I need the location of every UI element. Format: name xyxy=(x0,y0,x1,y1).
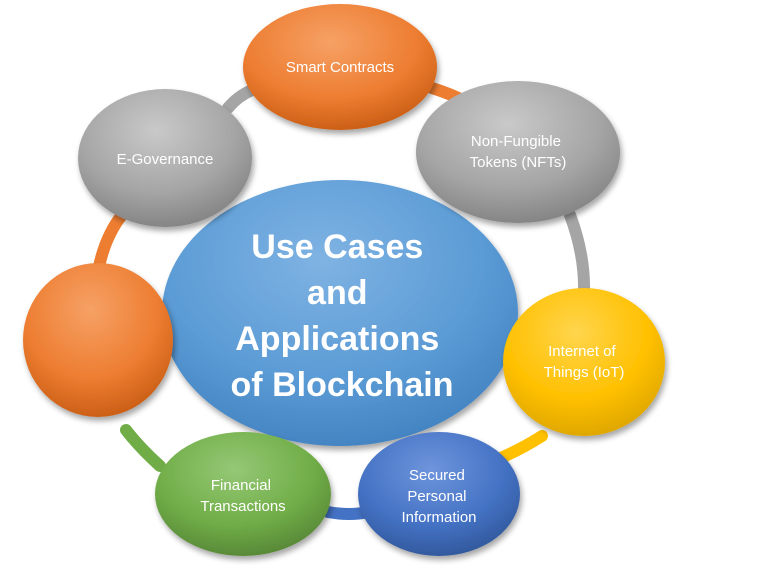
node-smart-contracts: Smart Contracts xyxy=(243,4,437,130)
center-title-line-3: Applications xyxy=(235,320,439,358)
svg-text:Internet of Things (IoT): Internet of Things (IoT) xyxy=(544,343,625,381)
svg-text:Financial Transactions: Financial Transactions xyxy=(200,477,285,515)
center-title-line-1: Use Cases xyxy=(251,228,423,266)
node-label: Transactions xyxy=(200,498,285,515)
center-node: Use Cases and Applications of Blockchain xyxy=(162,180,518,446)
node-label: Smart Contracts xyxy=(286,59,394,76)
connector-nft-to-iot xyxy=(564,209,591,298)
node-label: Internet of xyxy=(548,343,616,360)
node-label: Information xyxy=(401,509,476,526)
node-label: Financial xyxy=(211,477,271,494)
node-label: Secured xyxy=(409,467,465,484)
svg-text:Use Cases and Appl: Use Cases and Applications of Blockchain xyxy=(231,228,454,404)
node-nfts: Non-Fungible Tokens (NFTs) xyxy=(416,81,620,223)
svg-text:Secured Personal I: Secured Personal Information xyxy=(401,467,476,526)
center-title-line-4: of Blockchain xyxy=(231,366,454,404)
svg-text:Non-Fungible Tokens (NFT: Non-Fungible Tokens (NFTs) xyxy=(470,133,567,171)
node-personal-info: Secured Personal Information xyxy=(358,432,520,556)
node-label: Non-Fungible xyxy=(471,133,561,150)
node-financial-transactions: Financial Transactions xyxy=(155,432,331,556)
svg-text:Smart Contracts: Smart Contracts xyxy=(286,59,394,76)
node-iot: Internet of Things (IoT) xyxy=(503,288,665,436)
node-label: Personal xyxy=(407,488,466,505)
node-label: Things (IoT) xyxy=(544,364,625,381)
node-label: Tokens (NFTs) xyxy=(470,154,567,171)
svg-text:E-Governance: E-Governance xyxy=(117,151,214,168)
node-label: E-Governance xyxy=(117,151,214,168)
connector-egov-to-smart xyxy=(222,84,258,114)
node-e-governance: E-Governance xyxy=(78,89,252,227)
connector-financial-to-orange xyxy=(120,424,166,472)
node-blank-orange xyxy=(23,263,173,417)
center-title-line-2: and xyxy=(307,274,367,312)
